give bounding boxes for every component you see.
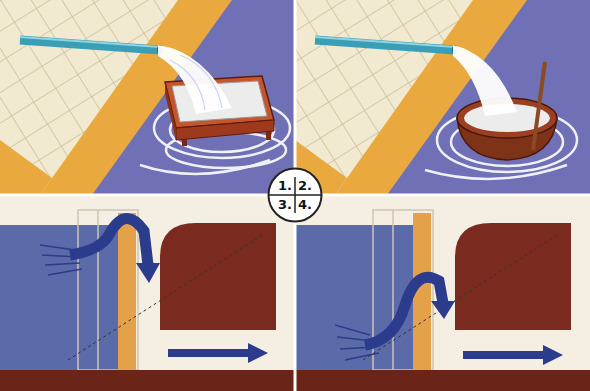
number-circle: 1. 2. 3. 4. [267,167,323,223]
callout-number: 4. [298,197,312,212]
callout-number: 2. [298,178,312,193]
callout-number: 1. [278,178,292,193]
panel-dam-over [0,195,295,391]
panel-dam-under [295,195,590,391]
callout-number: 3. [278,197,292,212]
circle-outline [267,167,323,223]
panel-tub [295,0,590,195]
panel-sieve [0,0,295,195]
